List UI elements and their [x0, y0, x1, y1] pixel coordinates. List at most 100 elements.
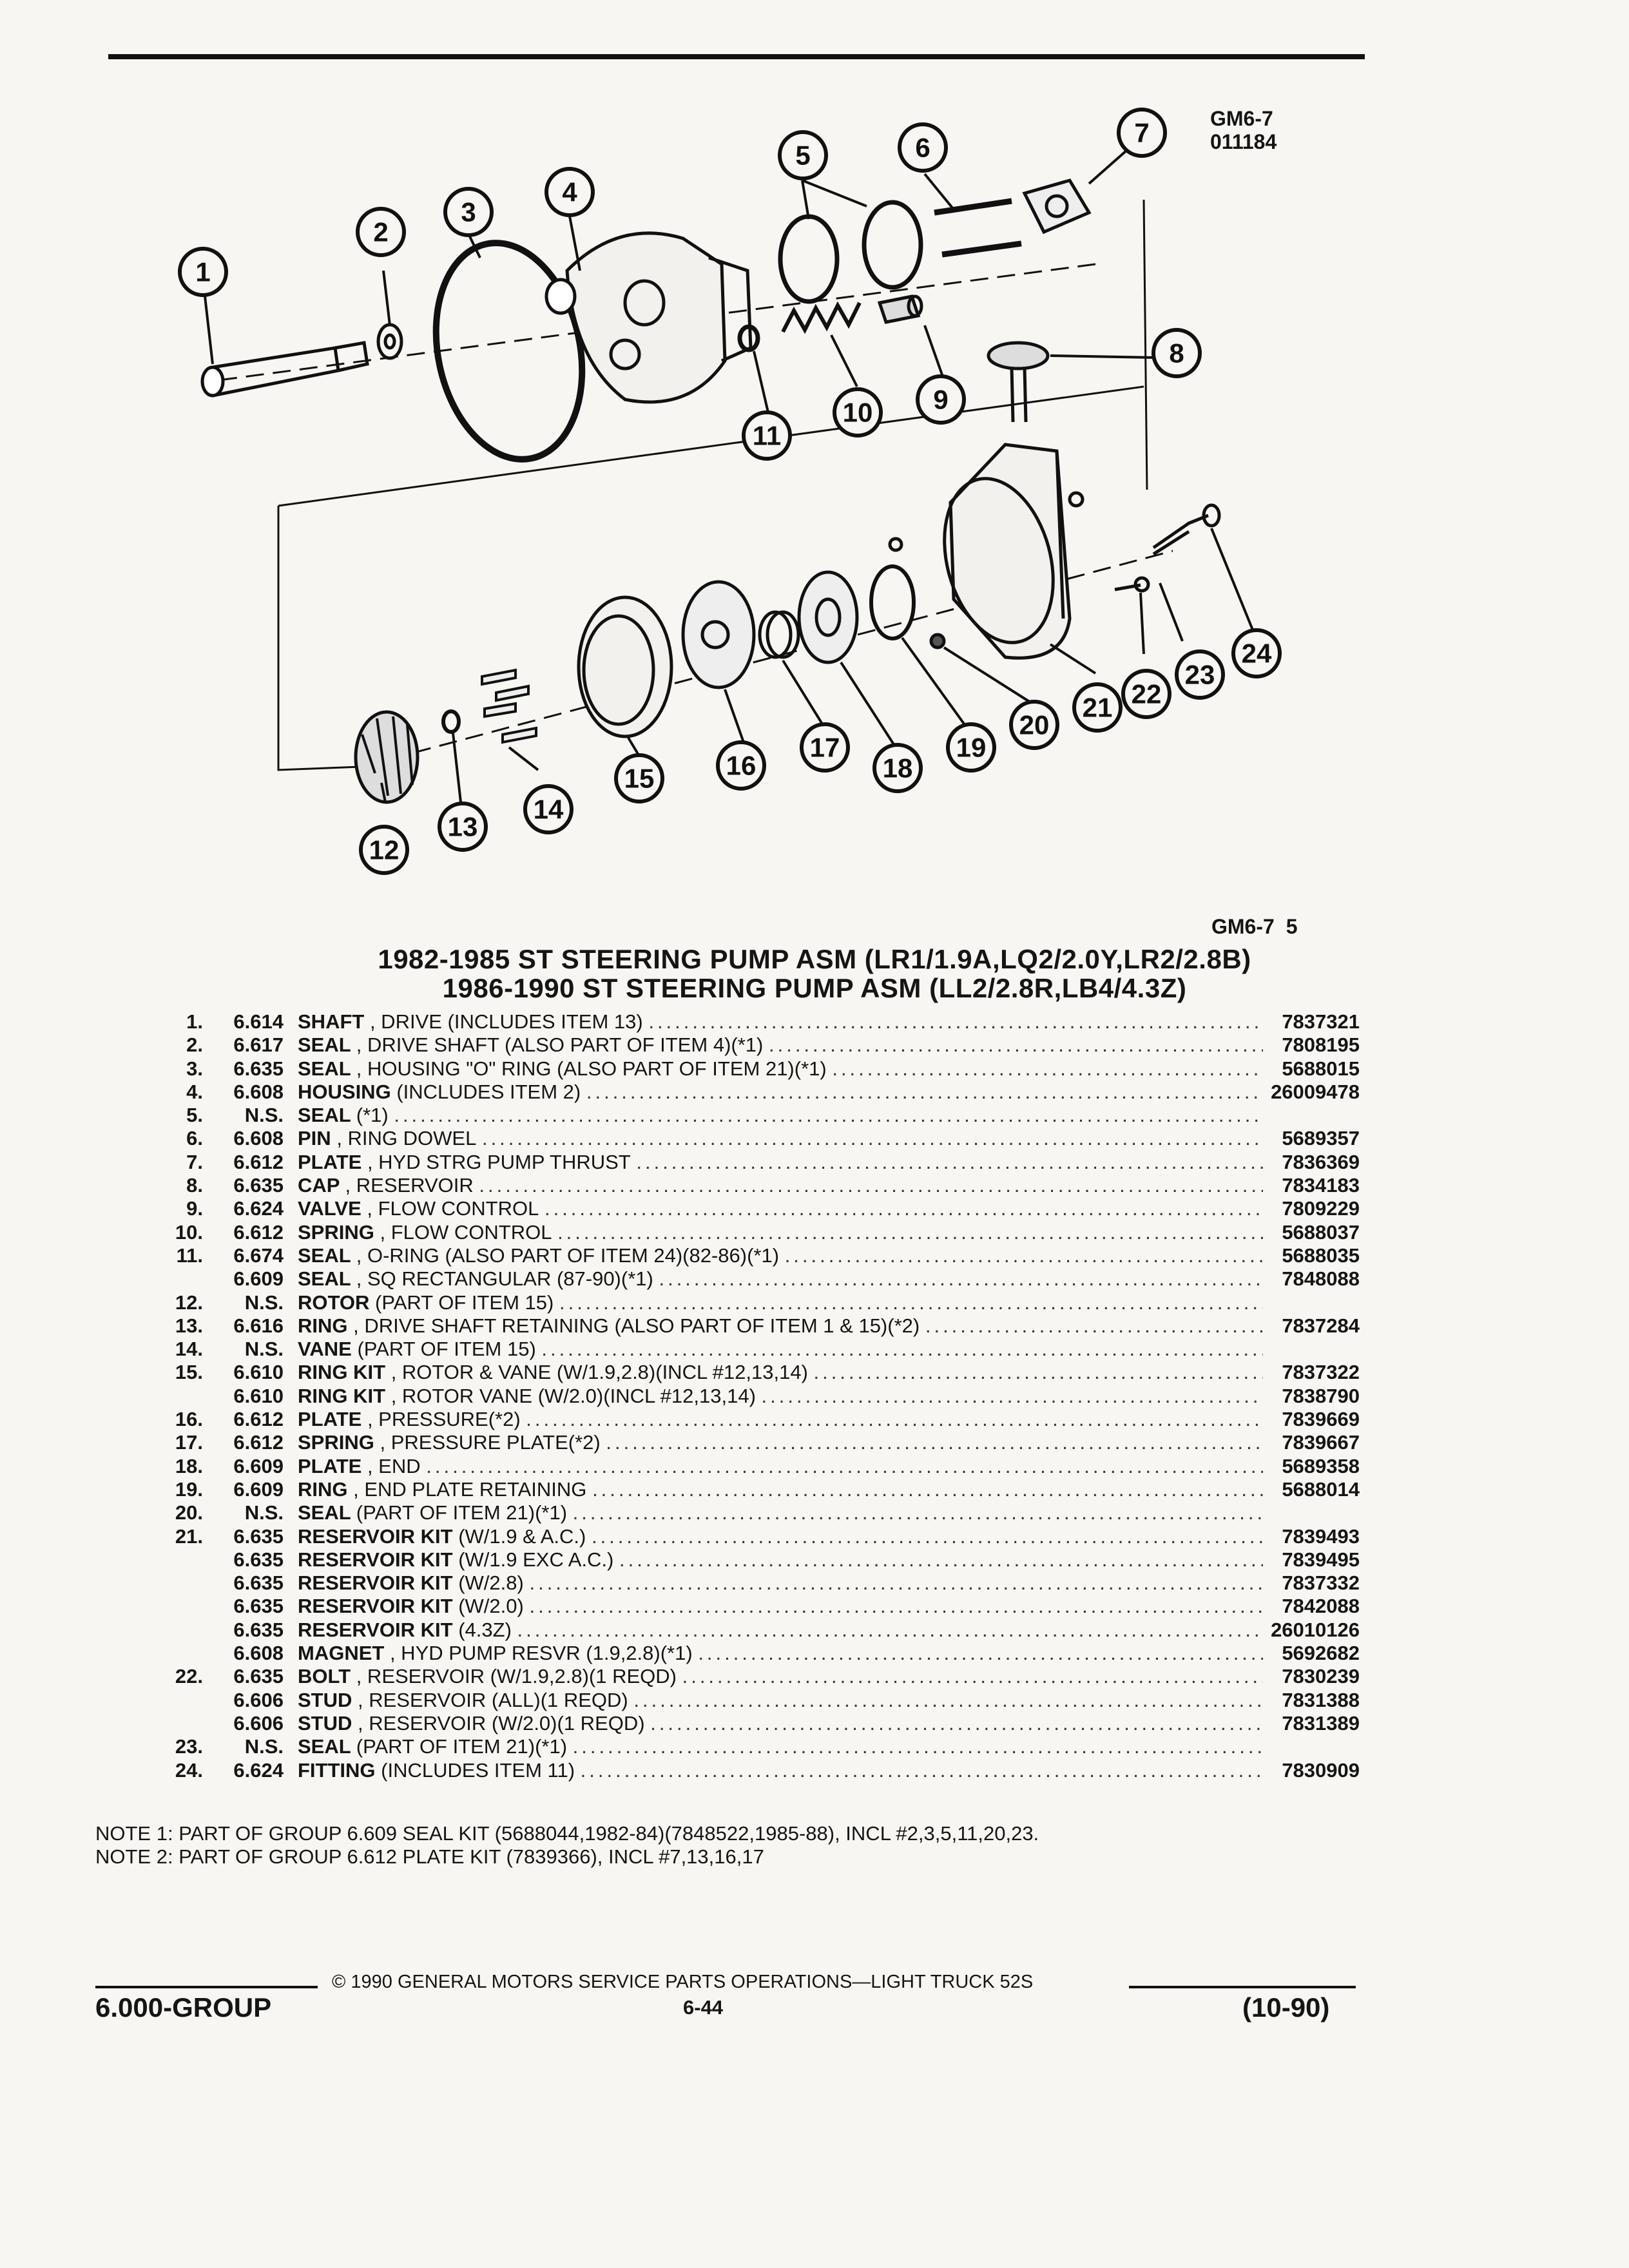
- leader-dots: ........................................…: [426, 1454, 1263, 1477]
- part-name: SEAL: [298, 1033, 351, 1057]
- part-detail: , ROTOR VANE (W/2.0)(INCL #12,13,14): [390, 1384, 756, 1407]
- part-item-number: 19.: [175, 1477, 203, 1501]
- part-name: PLATE: [298, 1150, 362, 1173]
- part-detail: (W/2.8): [458, 1571, 524, 1595]
- part-name: STUD: [298, 1711, 352, 1735]
- leader-dots: ........................................…: [526, 1408, 1263, 1431]
- callout-21: 21: [1072, 682, 1123, 733]
- svg-text:20: 20: [1019, 710, 1050, 740]
- part-item-number: 6.: [186, 1127, 203, 1150]
- part-description: FITTING (INCLUDES ITEM 11) .............…: [298, 1759, 1263, 1782]
- svg-text:21: 21: [1083, 693, 1113, 723]
- part-description: SEAL , SQ RECTANGULAR (87-90)(*1) ......…: [298, 1267, 1263, 1291]
- leader-dots: ........................................…: [633, 1688, 1263, 1711]
- part-group-number: 6.635: [233, 1571, 284, 1595]
- svg-text:16: 16: [726, 751, 757, 781]
- part-item-number: 9.: [186, 1197, 203, 1220]
- part-reservoir-cap: [987, 341, 1050, 423]
- part-description: PLATE , END ............................…: [298, 1455, 1263, 1478]
- part-number: 7837322: [1282, 1361, 1360, 1384]
- part-name: RESERVOIR KIT: [298, 1595, 453, 1618]
- part-description: PIN , RING DOWEL .......................…: [298, 1127, 1263, 1150]
- part-number: 5689358: [1282, 1454, 1360, 1477]
- callout-18: 18: [872, 743, 923, 793]
- part-item-number: 14.: [175, 1338, 203, 1361]
- part-rotor: [354, 710, 419, 804]
- leader-dots: ........................................…: [648, 1010, 1263, 1033]
- part-name: STUD: [298, 1688, 352, 1711]
- part-item-number: 7.: [186, 1150, 203, 1173]
- part-item-number: 20.: [175, 1501, 203, 1524]
- part-name: SEAL: [298, 1104, 351, 1127]
- part-group-number: 6.610: [233, 1384, 284, 1407]
- part-seal-ring-a: [778, 214, 840, 304]
- svg-text:2: 2: [373, 217, 388, 247]
- leader-dots: ........................................…: [925, 1314, 1263, 1337]
- part-group-number: 6.674: [233, 1244, 284, 1267]
- part-group-number: 6.617: [233, 1033, 284, 1057]
- part-name: SEAL: [298, 1057, 351, 1080]
- callout-5: 5: [778, 130, 828, 180]
- part-name: SEAL: [298, 1244, 351, 1267]
- callout-13: 13: [438, 802, 488, 852]
- parts-list-title-2: 1986-1990 ST STEERING PUMP ASM (LL2/2.8R…: [442, 973, 1187, 1003]
- part-description: ROTOR (PART OF ITEM 15) ................…: [298, 1291, 1263, 1314]
- svg-text:17: 17: [810, 733, 840, 763]
- svg-text:5: 5: [795, 140, 810, 171]
- part-detail: (PART OF ITEM 21)(*1): [356, 1735, 568, 1758]
- part-group-number: N.S.: [244, 1338, 284, 1361]
- part-ring-kit: [577, 595, 673, 738]
- part-name: RING: [298, 1314, 348, 1337]
- part-group-number: 6.612: [233, 1150, 284, 1173]
- part-description: RESERVOIR KIT (W/1.9 & A.C.) ...........…: [298, 1525, 1263, 1548]
- part-item-number: 11.: [176, 1244, 203, 1267]
- part-number: 26009478: [1271, 1080, 1360, 1103]
- part-detail: , ROTOR & VANE (W/1.9,2.8)(INCL #12,13,1…: [390, 1361, 808, 1384]
- part-description: RESERVOIR KIT (W/1.9 EXC A.C.) .........…: [298, 1548, 1263, 1571]
- part-ring-dowel-pins: [934, 198, 1022, 258]
- part-description: SEAL , HOUSING "O" RING (ALSO PART OF IT…: [298, 1057, 1263, 1081]
- parts-list-title-1: 1982-1985 ST STEERING PUMP ASM (LR1/1.9A…: [378, 944, 1251, 974]
- leader-dots: ........................................…: [559, 1291, 1263, 1314]
- part-detail: , HYD STRG PUMP THRUST: [367, 1150, 631, 1173]
- leader-dots: ........................................…: [650, 1711, 1263, 1735]
- part-detail: , HYD PUMP RESVR (1.9,2.8)(*1): [389, 1642, 693, 1665]
- callout-17: 17: [800, 722, 850, 773]
- part-group-number: 6.609: [233, 1477, 284, 1501]
- part-row: 19. 6.609 RING , END PLATE RETAINING .....…: [148, 1478, 1360, 1501]
- part-number: 5692682: [1282, 1642, 1360, 1665]
- part-description: RING , END PLATE RETAINING .............…: [298, 1478, 1263, 1501]
- leader-dots: ........................................…: [572, 1501, 1263, 1524]
- part-description: RESERVOIR KIT (4.3Z) ...................…: [298, 1619, 1263, 1642]
- part-drive-shaft-seal: [376, 323, 403, 360]
- callout-11: 11: [742, 410, 792, 461]
- part-group-number: 6.610: [233, 1361, 284, 1384]
- part-item-number: 21.: [175, 1524, 203, 1548]
- part-number: 7831388: [1282, 1688, 1360, 1711]
- part-detail: , RING DOWEL: [336, 1127, 477, 1150]
- part-group-number: 6.635: [233, 1665, 284, 1688]
- part-description: CAP , RESERVOIR ........................…: [298, 1174, 1263, 1197]
- part-detail: , DRIVE SHAFT RETAINING (ALSO PART OF IT…: [353, 1314, 920, 1337]
- leader-dots: ........................................…: [481, 1127, 1263, 1150]
- callout-6: 6: [898, 122, 948, 173]
- top-rule: [108, 54, 1365, 59]
- part-number: 7834183: [1282, 1174, 1360, 1197]
- part-detail: , HOUSING "O" RING (ALSO PART OF ITEM 21…: [356, 1057, 827, 1080]
- figure-code-number: 011184: [1210, 130, 1277, 153]
- leader-dots: ........................................…: [572, 1735, 1263, 1758]
- leader-dots: ........................................…: [592, 1477, 1263, 1501]
- part-row: 11. 6.674 SEAL , O-RING (ALSO PART OF ITEM…: [148, 1244, 1360, 1267]
- part-number: 7836369: [1282, 1150, 1360, 1173]
- svg-text:12: 12: [369, 835, 400, 865]
- part-description: SEAL , O-RING (ALSO PART OF ITEM 24)(82-…: [298, 1244, 1263, 1267]
- callout-1: 1: [178, 247, 228, 297]
- part-number: 7848088: [1282, 1267, 1360, 1291]
- svg-text:22: 22: [1132, 679, 1162, 709]
- part-group-number: 6.635: [233, 1057, 284, 1080]
